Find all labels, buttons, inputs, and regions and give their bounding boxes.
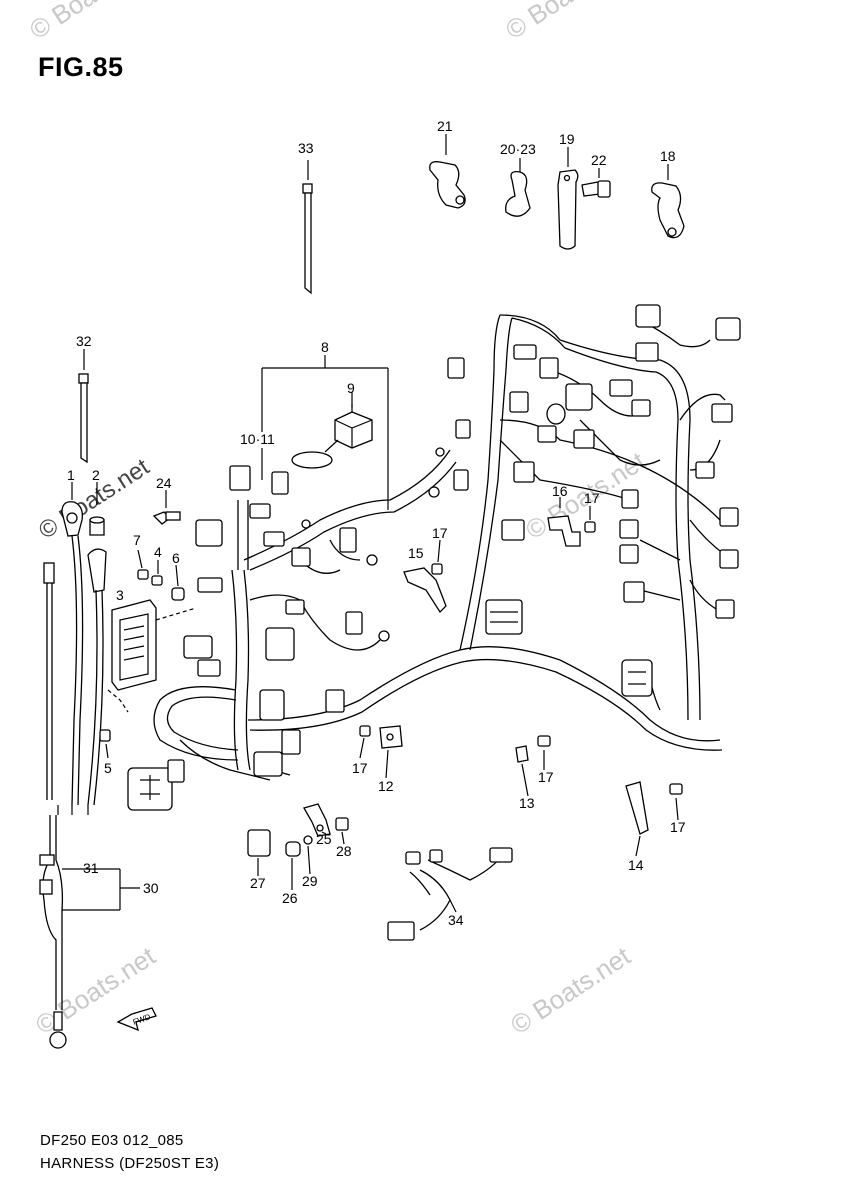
- callout-24: 24: [156, 475, 172, 491]
- leader-lines: [105, 404, 679, 913]
- ecm-bracket-3: [107, 599, 197, 713]
- relay-9: [291, 392, 373, 469]
- figure-title: FIG.85: [38, 52, 124, 82]
- callout-numbers: 33 21 20·23 19 22 18 32 8 9 10·11 1 2 24…: [67, 118, 686, 928]
- bracket-13: [515, 735, 551, 763]
- callout-12: 12: [378, 778, 394, 794]
- callout-14: 14: [628, 857, 644, 873]
- battery-cable-1: [61, 482, 84, 806]
- callout-bracket-30: [62, 868, 140, 911]
- cable-30-31: [39, 562, 89, 1049]
- clip-20-23: [505, 158, 531, 217]
- battery-cable-2: [87, 482, 107, 806]
- sub-harness-34: [387, 847, 513, 941]
- clamp-21: [429, 134, 466, 209]
- callout-30: 30: [143, 880, 159, 896]
- bracket-16: [547, 497, 596, 547]
- callout-33: 33: [298, 140, 314, 156]
- callout-18: 18: [660, 148, 676, 164]
- figure-caption: HARNESS (DF250ST E3): [40, 1155, 220, 1172]
- callout-5: 5: [104, 760, 112, 776]
- callout-16: 16: [552, 483, 568, 499]
- harness-connectors: [127, 304, 741, 811]
- callout-9: 9: [347, 380, 355, 396]
- callout-29: 29: [302, 873, 318, 889]
- callout-8: 8: [321, 339, 329, 355]
- figure-code: DF250 E03 012_085: [40, 1132, 184, 1149]
- callout-27: 27: [250, 875, 266, 891]
- callout-25: 25: [316, 831, 332, 847]
- callout-21: 21: [437, 118, 453, 134]
- callout-15: 15: [408, 545, 424, 561]
- callout-1: 1: [67, 467, 75, 483]
- callout-3: 3: [116, 587, 124, 603]
- callout-17: 17: [670, 819, 686, 835]
- plate-12: [359, 725, 403, 749]
- callout-19: 19: [559, 131, 575, 147]
- bracket-15: [403, 563, 447, 614]
- cable-tie-32: [78, 349, 89, 464]
- bracket-19: [557, 147, 579, 250]
- callout-34: 34: [448, 912, 464, 928]
- callout-4: 4: [154, 544, 162, 560]
- cable-tie-33: [302, 160, 313, 295]
- parts-25-29: [247, 803, 349, 857]
- callout-13: 13: [519, 795, 535, 811]
- callout-32: 32: [76, 333, 92, 349]
- callout-20-23: 20·23: [500, 141, 536, 157]
- fwd-arrow: FWD: [116, 1007, 157, 1032]
- callout-17: 17: [352, 760, 368, 776]
- bracket-14: [625, 781, 683, 835]
- bolts-4-5-6-7-24: [99, 511, 185, 742]
- callout-17: 17: [432, 525, 448, 541]
- callout-17: 17: [538, 769, 554, 785]
- callout-26: 26: [282, 890, 298, 906]
- clamp-18: [651, 164, 685, 239]
- callout-bracket-8: [261, 355, 389, 510]
- callout-17: 17: [584, 490, 600, 506]
- bolt-22: [581, 168, 611, 198]
- callout-22: 22: [591, 152, 607, 168]
- callout-7: 7: [133, 532, 141, 548]
- callout-6: 6: [172, 550, 180, 566]
- callout-10-11: 10·11: [240, 431, 275, 447]
- callout-2: 2: [92, 467, 100, 483]
- callout-31: 31: [83, 860, 99, 876]
- callout-28: 28: [336, 843, 352, 859]
